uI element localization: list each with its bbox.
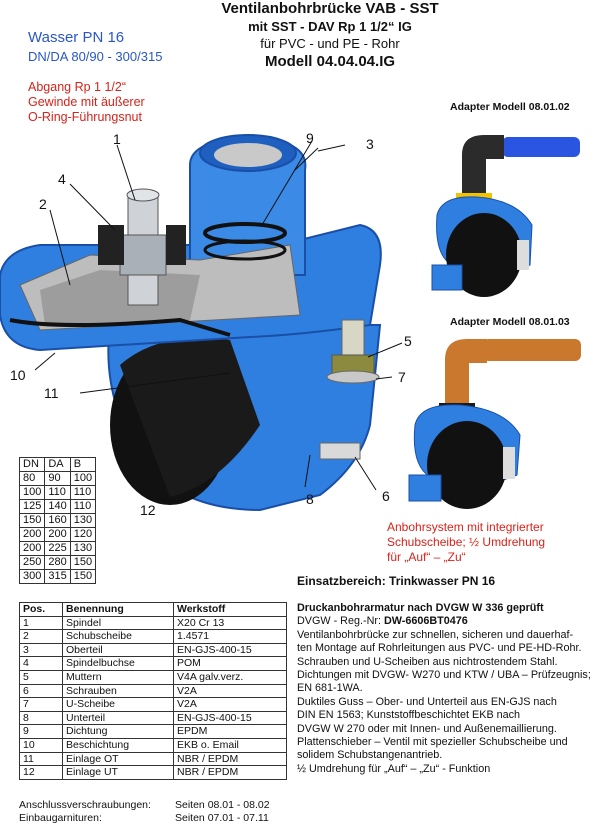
callout-5: 5 (404, 333, 412, 349)
description: Druckanbohrarmatur nach DVGW W 336 geprü… (297, 602, 597, 776)
title-line1: Ventilanbohrbrücke VAB - SST (221, 0, 439, 17)
adapter-2-illustration (408, 339, 581, 509)
title-block: Ventilanbohrbrücke VAB - SST mit SST - D… (180, 0, 480, 72)
callout-1: 1 (113, 131, 121, 147)
footer-label-2: Einbaugarnituren: (19, 812, 102, 824)
title-line3: für PVC - und PE - Rohr (260, 36, 400, 51)
callout-7: 7 (398, 369, 406, 385)
registration: DVGW - Reg.-Nr: DW-6606BT0476 (297, 615, 468, 628)
model-title: Modell 04.04.04.IG (264, 53, 396, 70)
pressure-sizes: DN/DA 80/90 - 300/315 (28, 49, 163, 64)
callout-2: 2 (39, 196, 47, 212)
callout-11: 11 (44, 385, 59, 401)
callout-12: 12 (140, 502, 156, 518)
adapter-label-2: Adapter Modell 08.01.03 (450, 316, 570, 328)
table-row: Pos. Benennung Werkstoff (19, 602, 287, 617)
footer-value-2: Seiten 07.01 - 07.11 (175, 812, 269, 824)
callout-8: 8 (306, 491, 314, 507)
usage-text: Einsatzbereich: Trinkwasser PN 16 (297, 574, 496, 588)
callout-9: 9 (306, 130, 314, 146)
callout-6: 6 (382, 488, 390, 504)
footer-value-1: Seiten 08.01 - 08.02 (175, 799, 270, 811)
title-line2: mit SST - DAV Rp 1 1/2“ IG (248, 19, 412, 34)
valve-tapping-saddle-illustration (0, 134, 403, 512)
outlet-note: Abgang Rp 1 1/2“ Gewinde mit äußerer O-R… (28, 80, 145, 124)
adapter-1-illustration (431, 135, 580, 297)
description-head: Druckanbohrarmatur nach DVGW W 336 geprü… (297, 602, 544, 614)
callout-4: 4 (58, 171, 66, 187)
adapter-label-1: Adapter Modell 08.01.02 (450, 101, 570, 113)
pressure-head: Wasser PN 16 (28, 29, 125, 46)
feature-note: Anbohrsystem mit integrierter Schubschei… (387, 520, 546, 564)
callout-3: 3 (366, 136, 374, 152)
callout-10: 10 (10, 367, 26, 383)
table-row: DN DA B (18, 457, 97, 472)
footer-label-1: Anschlussverschraubungen: (19, 799, 151, 811)
